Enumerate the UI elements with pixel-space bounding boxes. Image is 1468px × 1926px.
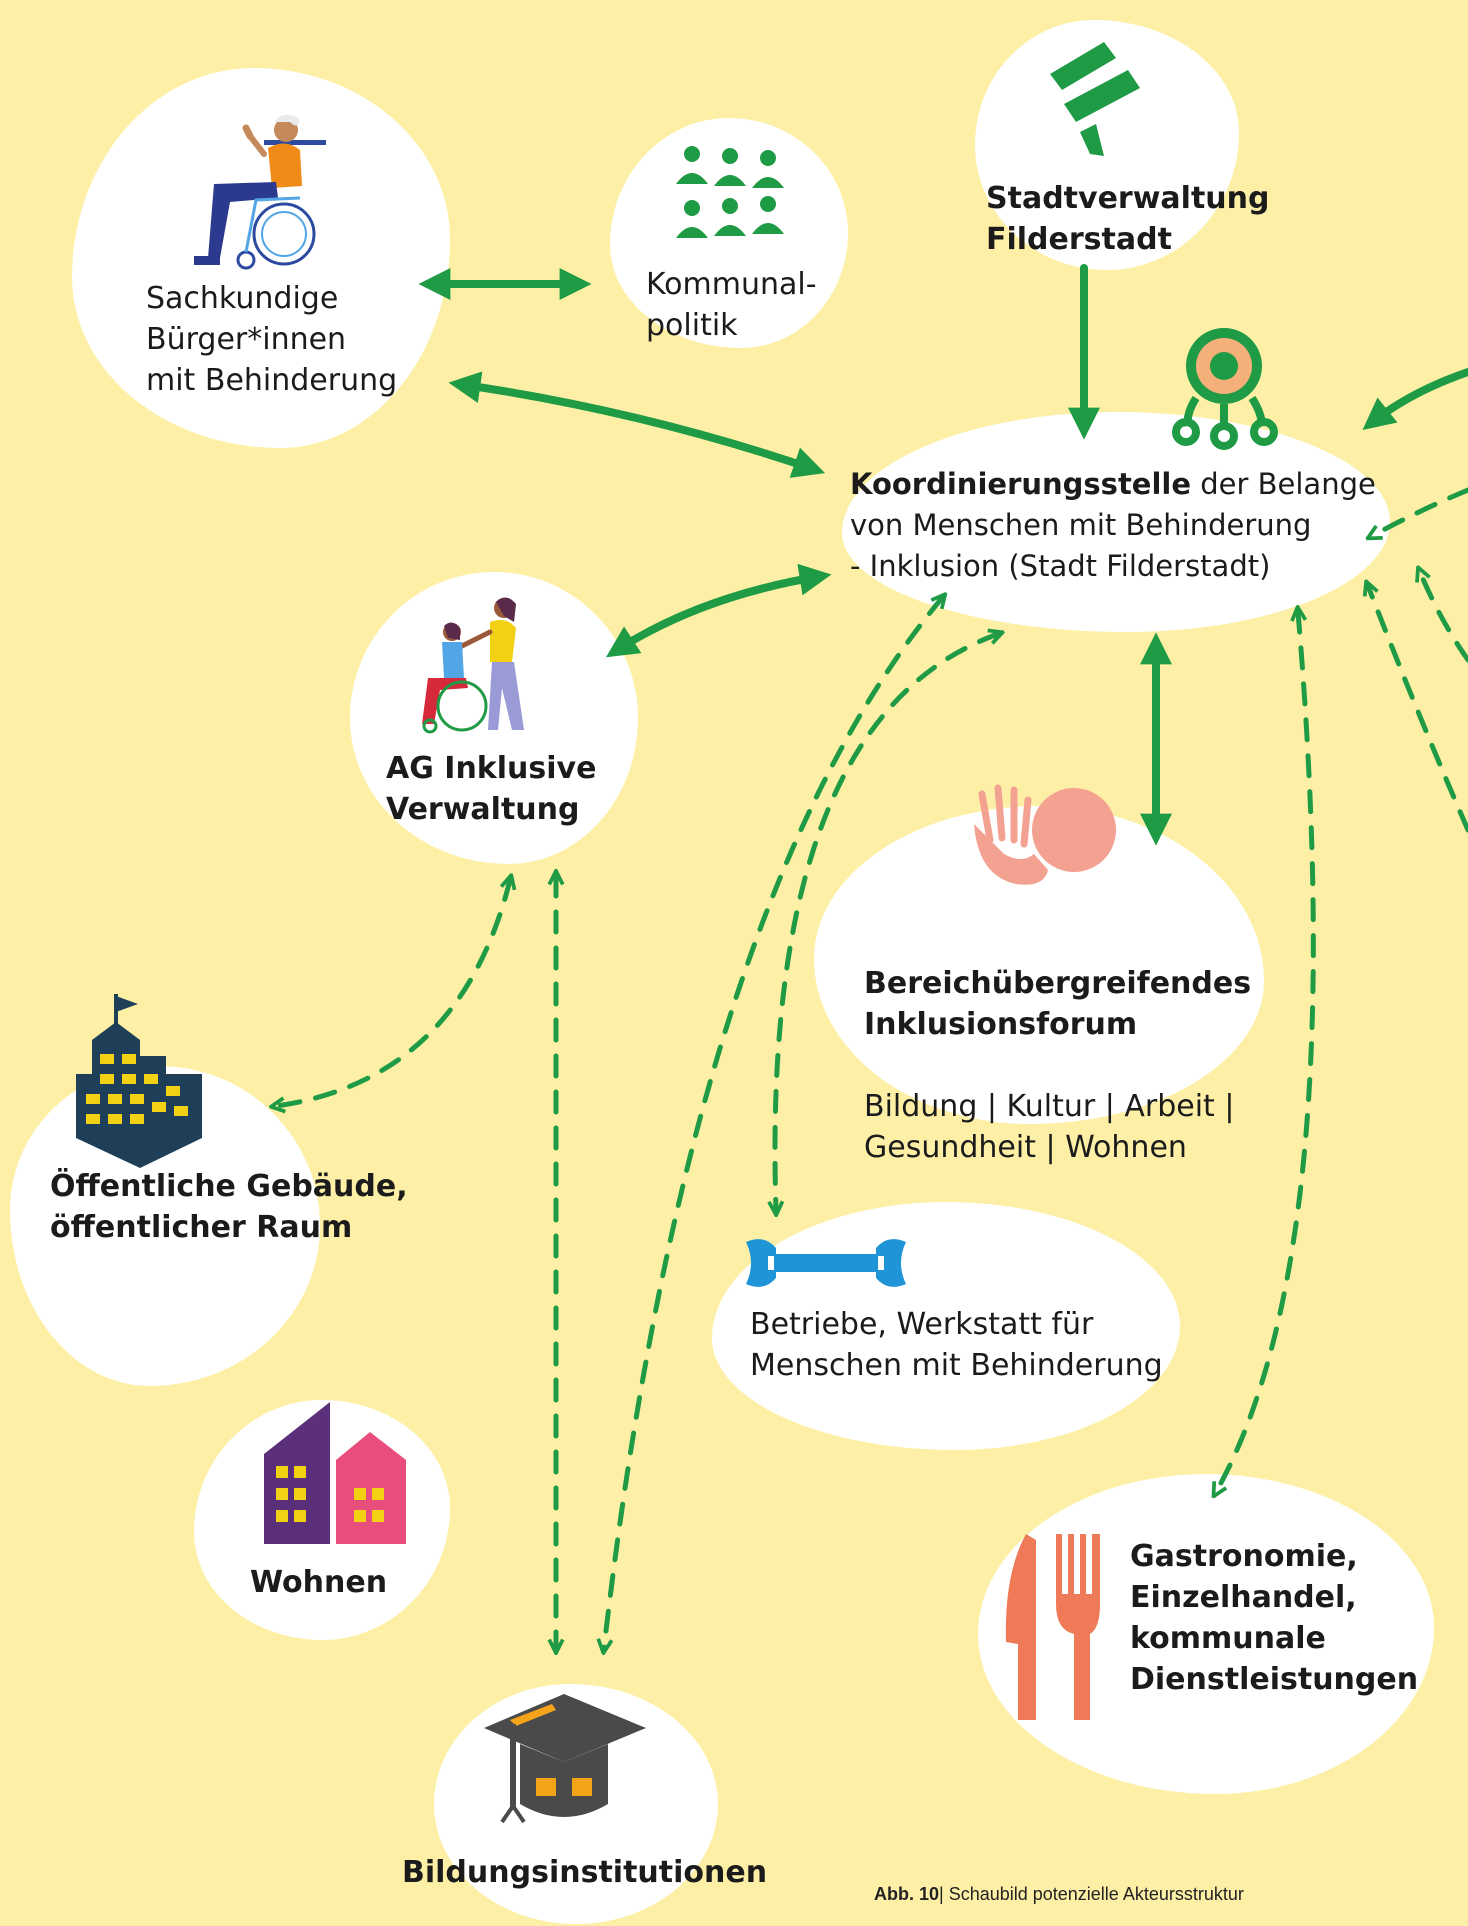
label-stadtverwaltung: Stadtverwaltung Filderstadt [986,181,1270,257]
blob-buerger [72,68,450,448]
label-inklusionsforum: Bereichübergreifendes Inklusionsforum Bi… [864,922,1251,1209]
graduation-cap-icon [484,1694,646,1824]
arrow-koordinierung-gastronomie [1216,612,1316,1492]
label-bildung: Bildungsinstitutionen [402,1855,768,1890]
wrench-icon [746,1239,906,1287]
people-group-icon [676,146,784,238]
figure-caption-number: Abb. 10 [874,1884,940,1904]
arrow-ag-gebaeude [276,880,510,1106]
knife-fork-icon [1005,1534,1100,1720]
label-wohnen: Wohnen [250,1565,388,1600]
label-kommunalpolitik: Kommunal- politik [646,267,817,343]
arrow-koordinierung-betriebe [775,634,998,1210]
arrow-right-incoming-dashed-2 [1420,572,1468,663]
houses-icon [264,1402,406,1544]
wheelchair-user-icon [194,114,326,270]
arrow-right-incoming-solid [1362,368,1468,430]
building-icon [76,994,202,1168]
arrow-buerger-koordinierung [448,371,826,478]
label-betriebe: Betriebe, Werkstatt für Menschen mit Beh… [750,1307,1163,1383]
blob-gastronomie [978,1474,1434,1794]
hand-speech-icon [974,784,1116,885]
label-koordinierung-bold: Koordinierungsstelle [850,467,1192,501]
label-koordinierung: Koordinierungsstelle der Belange von Men… [850,464,1376,587]
wheelchair-assistance-icon [422,597,524,734]
label-ag-verwaltung: AG Inklusive Verwaltung [386,751,597,827]
arrow-right-incoming-dashed-1 [1372,487,1468,536]
label-buerger: Sachkundige Bürger*innen mit Behinderung [146,281,398,398]
label-inklusionsforum-title: Bereichübergreifendes Inklusionsforum [864,966,1252,1042]
label-koordinierung-rest: der Belange von Menschen mit Behinderung… [850,467,1376,583]
figure-caption-text: | Schaubild potenzielle Akteursstruktur [939,1884,1244,1904]
label-gebaeude: Öffentliche Gebäude, öffentlicher Raum [50,1169,408,1245]
label-inklusionsforum-areas: Bildung | Kultur | Arbeit | Gesundheit |… [864,1089,1235,1165]
arrow-koordinierung-ag [605,563,832,658]
network-hub-icon [1172,328,1278,450]
figure-caption: Abb. 10| Schaubild potenzielle Akteursst… [874,1884,1244,1905]
arrow-right-incoming-dashed-3 [1368,586,1468,833]
label-gastronomie: Gastronomie, Einzelhandel, kommunale Die… [1130,1539,1419,1697]
filderstadt-logo-icon [1050,42,1140,156]
